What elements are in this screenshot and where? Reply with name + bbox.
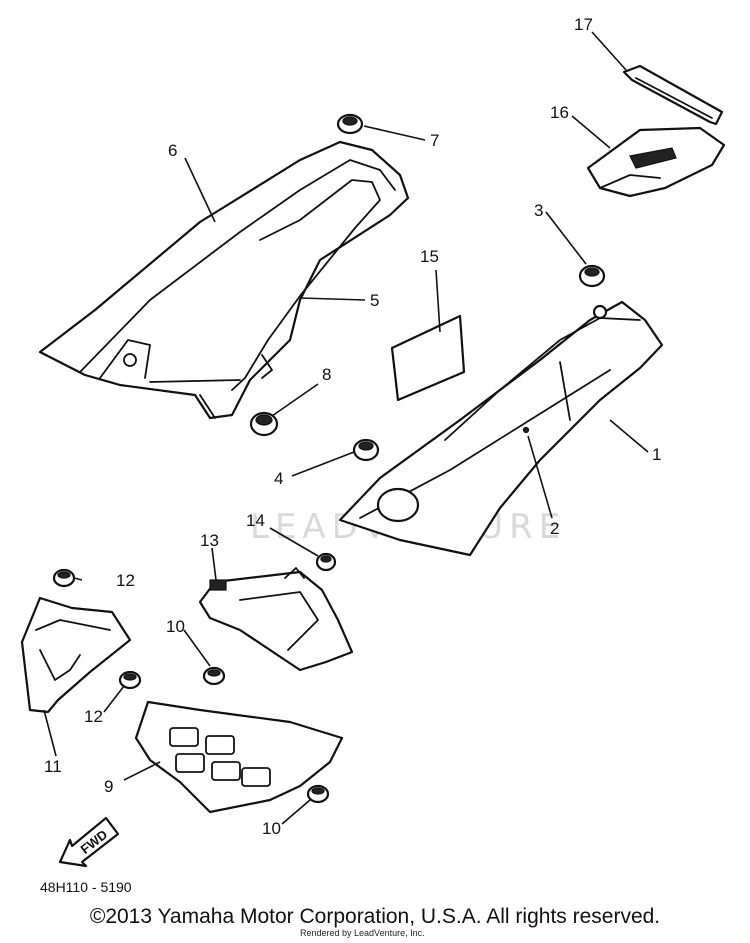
callout-4: 4 xyxy=(274,469,283,488)
callout-11: 11 xyxy=(44,757,62,776)
part-14-grommet xyxy=(315,552,337,572)
callout-13: 13 xyxy=(200,531,219,550)
part-10-grommet-upper xyxy=(202,666,226,686)
rendered-by-note: Rendered by LeadVenture, Inc. xyxy=(300,928,425,938)
part-7-grommet xyxy=(336,113,364,135)
part-17-strap xyxy=(622,64,724,126)
callout-5: 5 xyxy=(370,291,379,310)
part-10-grommet-lower xyxy=(306,784,330,804)
part-1-side-cover-right xyxy=(338,300,664,557)
part-15-label xyxy=(390,314,466,402)
part-16-tool-bag xyxy=(586,126,726,198)
callout-12-lower: 12 xyxy=(84,707,103,726)
part-11-cover xyxy=(20,596,132,714)
callout-6: 6 xyxy=(168,141,177,160)
part-6-side-cover-left xyxy=(38,140,410,420)
diagram-code: 48H110 - 5190 xyxy=(40,879,132,895)
part-12-grommet-upper xyxy=(52,568,76,588)
callout-1: 1 xyxy=(652,445,661,464)
part-9-grille-cover xyxy=(134,700,344,814)
fwd-arrow-icon: FWD xyxy=(58,816,120,868)
part-4-grommet xyxy=(352,438,380,462)
callout-10-upper: 10 xyxy=(166,617,185,636)
callout-labels: 17 16 3 6 7 5 15 8 1 2 4 14 13 12 12 10 … xyxy=(44,15,661,838)
leader-lines xyxy=(43,31,649,825)
callout-2: 2 xyxy=(550,519,559,538)
callout-8: 8 xyxy=(322,365,331,384)
callout-14: 14 xyxy=(246,511,265,530)
callout-10-lower: 10 xyxy=(262,819,281,838)
callout-12-upper: 12 xyxy=(116,571,135,590)
callout-17: 17 xyxy=(574,15,593,34)
part-5-gasket xyxy=(231,179,381,391)
part-8-grommet xyxy=(249,411,279,437)
callout-7: 7 xyxy=(430,131,439,150)
callout-16: 16 xyxy=(550,103,569,122)
part-13-bracket xyxy=(198,567,354,672)
callout-3: 3 xyxy=(534,201,543,220)
part-3-grommet xyxy=(578,264,606,288)
callout-15: 15 xyxy=(420,247,439,266)
copyright-footer: ©2013 Yamaha Motor Corporation, U.S.A. A… xyxy=(89,905,661,928)
callout-9: 9 xyxy=(104,777,113,796)
part-12-grommet-lower xyxy=(118,670,142,690)
